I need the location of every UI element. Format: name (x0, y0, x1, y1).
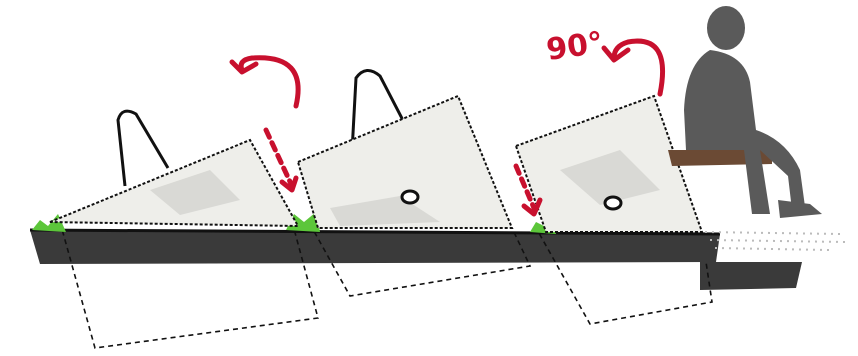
person-head (707, 6, 745, 50)
seated-person-icon (684, 6, 822, 218)
lifting-loop-1 (118, 111, 168, 186)
drain-hole-2 (402, 191, 418, 203)
ground-texture (705, 232, 845, 250)
ground-step (700, 262, 802, 290)
ground-slab (30, 230, 720, 264)
rotation-angle-label: 90° (544, 25, 605, 68)
person-body (684, 50, 806, 214)
concrete-block-1 (50, 111, 298, 226)
drain-hole-3 (605, 197, 621, 209)
concrete-block-2 (298, 70, 512, 228)
rotation-arrow-2-icon (614, 41, 663, 94)
